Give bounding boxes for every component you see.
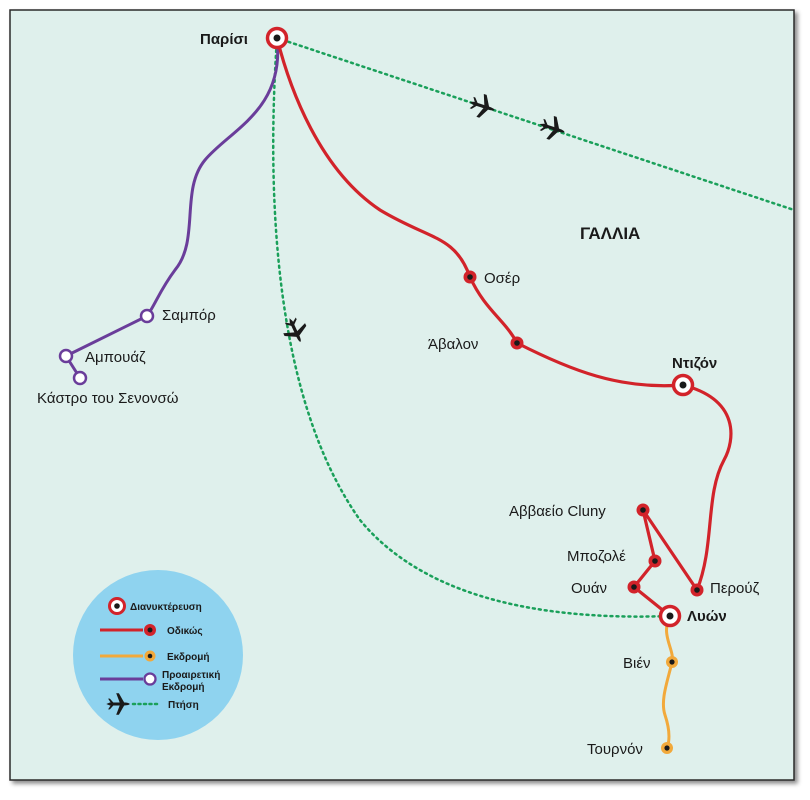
road-stop-marker-auxerre[interactable] bbox=[463, 270, 477, 284]
place-label-auxerre: Οσέρ bbox=[484, 270, 520, 287]
country-label: ΓΑΛΛΙΑ bbox=[580, 224, 640, 243]
map-legend: Διανυκτέρευση Οδικώς Εκδρομή Προαιρετική… bbox=[73, 570, 243, 740]
legend-road-label: Οδικώς bbox=[167, 626, 203, 637]
place-label-avallon: Άβαλον bbox=[428, 336, 478, 353]
optional-stop-marker-amboise[interactable] bbox=[58, 348, 74, 364]
optional-stop-marker-chambord[interactable] bbox=[139, 308, 155, 324]
road-stop-marker-perouges[interactable] bbox=[690, 583, 704, 597]
overnight-marker-paris[interactable] bbox=[265, 26, 289, 50]
place-label-ouan: Ουάν bbox=[571, 580, 607, 597]
place-label-perouges: Περούζ bbox=[710, 580, 760, 597]
flight-route-paris-lyon bbox=[271, 36, 672, 618]
road-stop-marker-ouan[interactable] bbox=[627, 580, 641, 594]
place-label-tournon: Τουρνόν bbox=[587, 741, 643, 758]
place-label-amboise: Αμπουάζ bbox=[85, 349, 146, 366]
excursion-stop-marker-vienne[interactable] bbox=[666, 656, 678, 668]
legend-optional-label-1: Προαιρετική bbox=[162, 670, 220, 681]
road-stop-marker-cluny[interactable] bbox=[636, 503, 650, 517]
legend-excursion-label: Εκδρομή bbox=[167, 652, 210, 663]
place-label-vienne: Βιέν bbox=[623, 655, 651, 672]
place-label-dijon: Ντιζόν bbox=[672, 355, 717, 372]
place-label-beaujolais: Μποζολέ bbox=[567, 548, 626, 565]
excursion-route bbox=[661, 614, 674, 750]
place-label-chambord: Σαμπόρ bbox=[162, 307, 216, 324]
legend-overnight-label: Διανυκτέρευση bbox=[130, 602, 202, 613]
place-label-paris: Παρίσι bbox=[200, 31, 248, 48]
place-label-lyon: Λυών bbox=[687, 608, 727, 625]
overnight-marker-lyon[interactable] bbox=[658, 604, 682, 628]
legend-optional-label-2: Εκδρομή bbox=[162, 682, 205, 693]
overnight-marker-dijon[interactable] bbox=[671, 373, 695, 397]
flight-route-paris-east bbox=[275, 36, 796, 212]
optional-excursion-route bbox=[64, 36, 280, 380]
place-label-cluny: Αββαείο Cluny bbox=[509, 503, 606, 520]
legend-background bbox=[73, 570, 243, 740]
excursion-stop-marker-tournon[interactable] bbox=[661, 742, 673, 754]
flight-routes bbox=[271, 36, 796, 618]
legend-flight-label: Πτήση bbox=[168, 700, 199, 711]
road-stop-marker-beaujolais[interactable] bbox=[648, 554, 662, 568]
legend-optional-symbol bbox=[143, 672, 157, 686]
road-route bbox=[275, 36, 733, 618]
legend-overnight-symbol bbox=[108, 597, 126, 615]
optional-stop-marker-chenonceau[interactable] bbox=[72, 370, 88, 386]
place-label-chenonceau: Κάστρο του Σενονσώ bbox=[37, 390, 179, 407]
road-stop-marker-avallon[interactable] bbox=[510, 336, 524, 350]
